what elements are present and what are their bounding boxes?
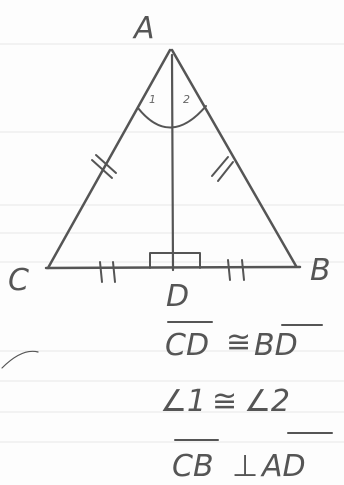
vertex-label-d: D: [166, 279, 189, 314]
statement-3-relation: ⊥: [232, 449, 258, 484]
statement-1-rhs: BD: [254, 328, 298, 363]
statement-3-lhs: CB: [172, 449, 214, 484]
statement-1-lhs: CD: [165, 328, 209, 363]
stray-pencil-mark: [1, 350, 39, 369]
statement-2-relation: ≅: [212, 384, 237, 419]
tick-mark-cd: [99, 261, 116, 283]
angle-arc-at-a: [137, 105, 207, 129]
statement-2-rhs: ∠2: [244, 384, 290, 419]
statement-2-lhs: ∠1: [160, 384, 206, 419]
tick-mark-db: [227, 259, 245, 281]
tick-mark-ab: [211, 156, 234, 182]
triangle-abc: [44, 48, 302, 272]
angle-label-2: 2: [183, 93, 190, 106]
statement-1: CD ≅ BD: [165, 321, 323, 363]
statement-3: CB ⊥ AD: [172, 432, 333, 484]
statement-2: ∠1 ≅ ∠2: [160, 384, 290, 419]
right-angle-mark: [149, 252, 201, 269]
statement-1-relation: ≅: [226, 325, 251, 360]
statement-3-rhs: AD: [260, 449, 306, 484]
vertex-label-b: B: [310, 253, 331, 288]
altitude-ad: [170, 53, 175, 272]
tick-mark-ac: [91, 154, 117, 179]
side-ac: [46, 48, 172, 270]
angle-label-1: 1: [149, 93, 156, 106]
side-ab: [170, 48, 298, 268]
vertex-label-c: C: [8, 263, 29, 298]
vertex-label-a: A: [132, 11, 155, 46]
